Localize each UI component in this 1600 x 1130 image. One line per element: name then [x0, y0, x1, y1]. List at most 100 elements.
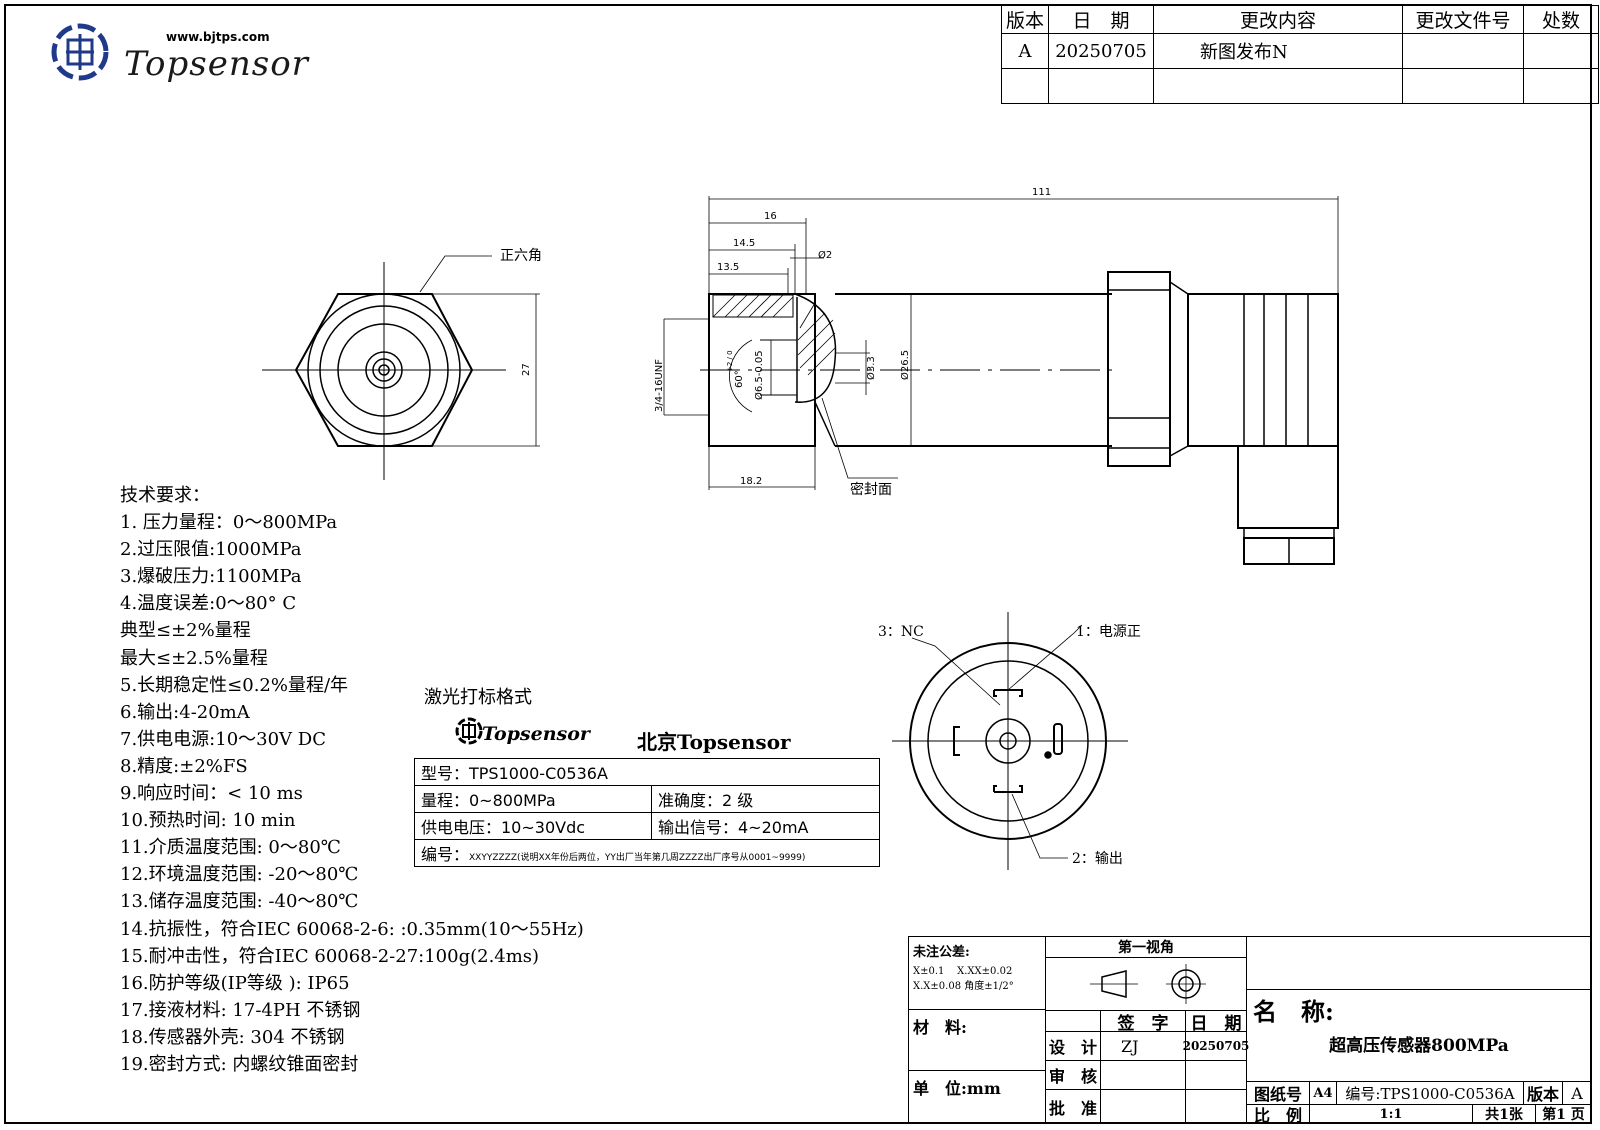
- requirement-item: 4.温度误差:0～80° C: [120, 593, 297, 615]
- rev-cell: [1402, 68, 1525, 104]
- laser-company: 北京Topsensor: [637, 730, 791, 754]
- laser-table: 型号：TPS1000-C0536A 量程：0~800MPa 准确度：2 级 供电…: [414, 758, 880, 867]
- dim-total: 111: [1032, 187, 1051, 198]
- design-label: 设 计: [1045, 1031, 1101, 1061]
- requirement-item: 18.传感器外壳: 304 不锈钢: [120, 1026, 345, 1048]
- approve-label: 批 准: [1045, 1089, 1101, 1124]
- front-view: [262, 255, 540, 480]
- laser-model: 型号：TPS1000-C0536A: [414, 758, 880, 786]
- logo-url: www.bjtps.com: [166, 30, 270, 44]
- laser-title: 激光打标格式: [424, 687, 532, 708]
- requirement-item: 6.输出:4-20mA: [120, 701, 250, 723]
- material-label: 材 料:: [908, 1009, 1046, 1071]
- laser-supply: 供电电压：10~30Vdc: [414, 812, 652, 840]
- requirement-item: 11.介质温度范围: 0～80℃: [120, 837, 341, 859]
- name-cell: 名 称: 超高压传感器800MPa: [1246, 989, 1592, 1082]
- requirement-item: 17.接液材料: 17-4PH 不锈钢: [120, 999, 361, 1021]
- rev-header: 日 期: [1048, 5, 1155, 34]
- view-title: 第一视角: [1045, 936, 1247, 958]
- requirement-item: 19.密封方式: 内螺纹锥面密封: [120, 1053, 359, 1075]
- version-value: A: [1562, 1081, 1592, 1105]
- laser-logo: Topsensor: [482, 723, 590, 745]
- revision-table: 版本 日 期 更改内容 更改文件号 处数 A 20250705 新图发布N: [1000, 5, 1600, 104]
- rev-cell: A: [1000, 33, 1050, 69]
- angle-label: 60°: [734, 370, 745, 388]
- angle-tolerance: +2 / 0: [726, 350, 734, 372]
- laser-output: 输出信号：4~20mA: [651, 812, 880, 840]
- tol2: X.XX±0.02: [957, 966, 1013, 977]
- title-block: 未注公差: X±0.1 X.XX±0.02 X.X±0.08 角度±1/2° 第…: [908, 936, 1592, 1125]
- blank-cell: [1100, 1089, 1186, 1124]
- requirement-item: 5.长期稳定性≤0.2%量程/年: [120, 674, 349, 696]
- blank-cell: [1246, 936, 1592, 990]
- rev-cell: [1523, 68, 1600, 104]
- dim-13-5: 13.5: [717, 262, 739, 273]
- rev-cell: 新图发布N: [1153, 33, 1404, 69]
- blank-cell: [1100, 1060, 1186, 1090]
- requirement-item: 2.过压限值:1000MPa: [120, 539, 302, 561]
- drawing-code: 编号:TPS1000-C0536A: [1336, 1081, 1524, 1105]
- dim-height: 27: [521, 363, 532, 376]
- revision-row: A 20250705 新图发布N: [1000, 33, 1600, 69]
- requirement-item: 16.防护等级(IP等级 ): IP65: [120, 972, 350, 994]
- phi26-5-label: Ø26.5: [899, 350, 911, 380]
- laser-serial-note: XXYYZZZZ(说明XX年份后两位，YY出厂当年第几周ZZZZ出厂序号从000…: [469, 853, 806, 863]
- laser-serial-label: 编号：: [421, 845, 470, 864]
- logo-brand: Topsensor: [124, 44, 309, 84]
- tolerance-line: X±0.1 X.XX±0.02: [913, 966, 1012, 977]
- dim-18-2: 18.2: [740, 476, 762, 487]
- scale-label: 比 例: [1246, 1104, 1310, 1125]
- requirements-title: 技术要求：: [120, 485, 210, 506]
- bore-label: Ø6.5-0.05: [753, 350, 765, 400]
- review-label: 审 核: [1045, 1060, 1101, 1090]
- rev-header: 更改文件号: [1402, 5, 1525, 34]
- sign-header: 签 字: [1100, 1010, 1186, 1034]
- requirement-item: 10.预热时间: 10 min: [120, 810, 296, 832]
- seal-label: 密封面: [850, 481, 892, 498]
- requirement-item: 14.抗振性，符合IEC 60068-2-6: :0.35mm(10～55Hz): [120, 918, 584, 940]
- rev-cell: [1153, 68, 1404, 104]
- paper-size: A4: [1309, 1081, 1337, 1105]
- date-header: 日 期: [1185, 1010, 1247, 1034]
- requirement-item: 12.环境温度范围: -20～80℃: [120, 864, 359, 886]
- unit-label: 单 位:mm: [908, 1070, 1046, 1124]
- requirement-item: 13.储存温度范围: -40～80℃: [120, 891, 359, 913]
- sheet-count: 共1张: [1472, 1104, 1536, 1124]
- blank-cell: [1185, 1089, 1247, 1124]
- drawing-frame: [4, 4, 1592, 1124]
- requirement-item: 9.响应时间：< 10 ms: [120, 783, 303, 805]
- tolerance-title: 未注公差:: [913, 945, 970, 960]
- logo-emblem-icon: [51, 23, 109, 81]
- tolerance-cell: 未注公差: X±0.1 X.XX±0.02 X.X±0.08 角度±1/2°: [908, 936, 1046, 1010]
- rev-cell: [1402, 33, 1525, 69]
- laser-range: 量程：0~800MPa: [414, 785, 652, 813]
- blank-cell: [1045, 1010, 1101, 1032]
- requirement-item: 8.精度:±2%FS: [120, 755, 248, 777]
- tol1: X±0.1: [913, 966, 945, 977]
- designer-name: ZJ: [1100, 1031, 1186, 1061]
- sheet-number: 第1 页: [1535, 1104, 1592, 1124]
- pin1-label: 1：电源正: [1076, 624, 1141, 640]
- rev-cell: [1000, 68, 1050, 104]
- version-label: 版本: [1523, 1081, 1563, 1105]
- dim-14-5: 14.5: [733, 238, 755, 249]
- revision-row: [1000, 68, 1600, 104]
- requirement-item: 15.耐冲击性，符合IEC 60068-2-27:100g(2.4ms): [120, 945, 540, 967]
- requirement-item: 3.爆破压力:1100MPa: [120, 566, 302, 588]
- requirement-item: 7.供电电源:10～30V DC: [120, 728, 326, 750]
- hex-label: 正六角: [500, 248, 542, 264]
- side-view: [663, 196, 1339, 565]
- technical-requirements: 技术要求： 1. 压力量程：0～800MPa 2.过压限值:1000MPa 3.…: [120, 482, 584, 1078]
- phi3-3-label: Ø3.3: [865, 356, 877, 380]
- pin2-label: 2：输出: [1072, 851, 1123, 867]
- first-angle-projection-icon: [1090, 964, 1206, 1004]
- requirement-item: 1. 压力量程：0～800MPa: [120, 512, 338, 534]
- scale-value: 1:1: [1309, 1104, 1473, 1124]
- revision-header-row: 版本 日 期 更改内容 更改文件号 处数: [1000, 5, 1600, 34]
- projection-symbol: [1045, 957, 1247, 1011]
- blank-cell: [1185, 1060, 1247, 1090]
- product-name: 超高压传感器800MPa: [1329, 1036, 1509, 1056]
- laser-serial: 编号：XXYYZZZZ(说明XX年份后两位，YY出厂当年第几周ZZZZ出厂序号从…: [414, 839, 880, 867]
- connector-view: [892, 612, 1128, 870]
